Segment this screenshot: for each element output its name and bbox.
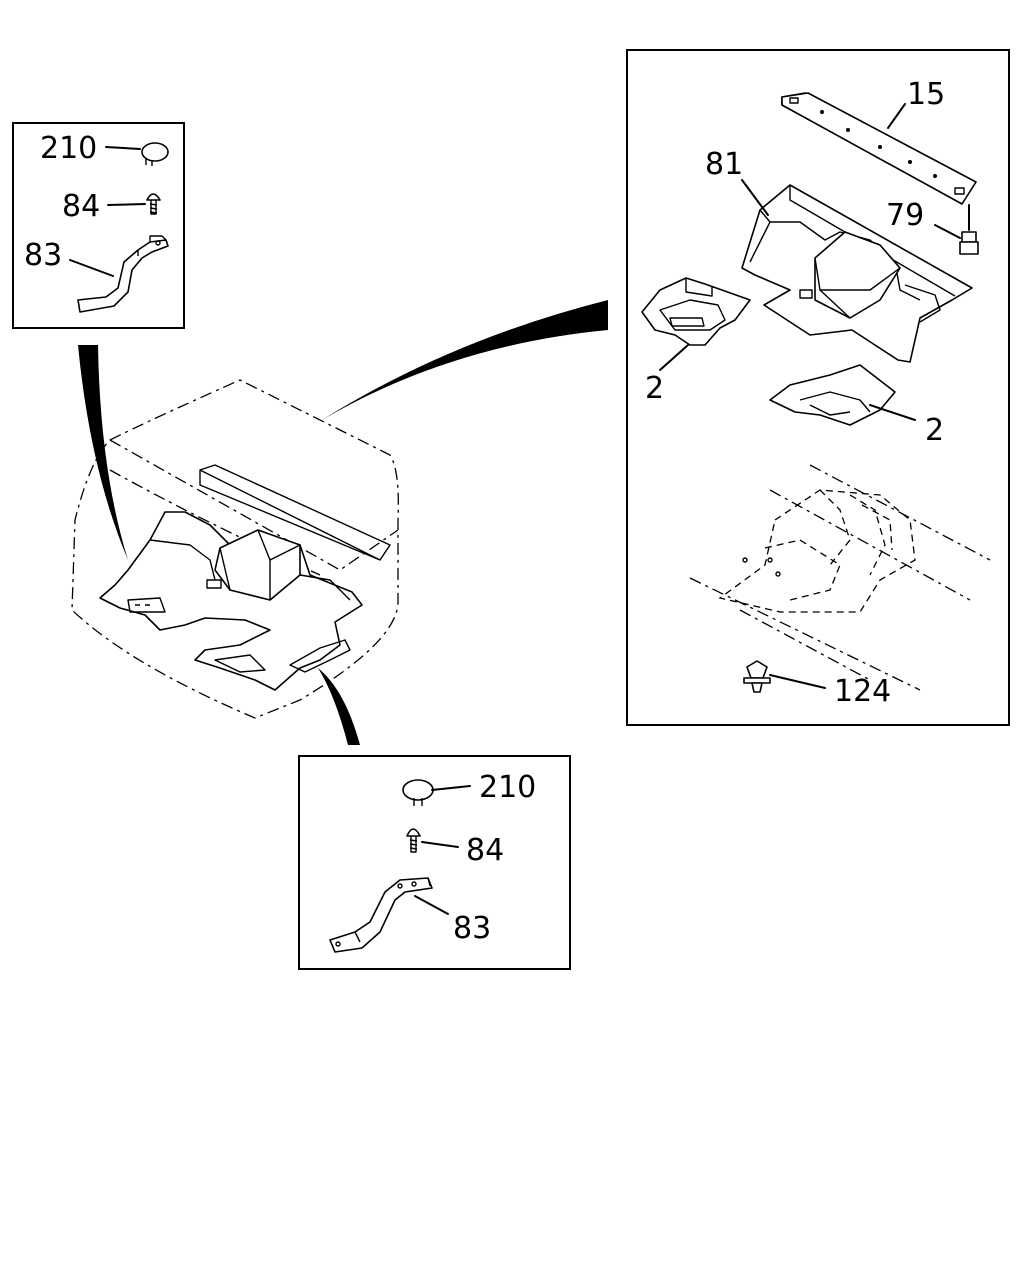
label-84-bottom: 84 xyxy=(466,833,504,868)
rear-panel-part xyxy=(781,92,977,205)
leader-line xyxy=(934,224,961,239)
label-210-top: 210 xyxy=(40,131,97,166)
leader-line xyxy=(105,146,141,150)
leader-line xyxy=(431,785,471,791)
leader-line xyxy=(107,203,146,206)
leader-line xyxy=(659,344,689,371)
cap-part-icon xyxy=(141,142,169,166)
label-79: 79 xyxy=(886,198,924,233)
exploded-box-frame xyxy=(626,49,1010,726)
leader-line xyxy=(421,841,459,848)
rear-insulator-part xyxy=(741,184,973,363)
leader-line xyxy=(769,674,826,689)
label-15: 15 xyxy=(907,77,945,112)
exploded-view-box: 15 81 79 2 xyxy=(626,49,1010,726)
label-210-bottom: 210 xyxy=(479,770,536,805)
clip-part-icon xyxy=(959,231,979,255)
leader-line xyxy=(69,259,114,277)
screw-part-icon xyxy=(406,828,421,853)
label-83-bottom: 83 xyxy=(453,911,491,946)
label-83-top: 83 xyxy=(24,238,62,273)
bracket-part-icon xyxy=(329,877,433,953)
label-81: 81 xyxy=(705,147,743,182)
connector-wedge-right xyxy=(322,300,608,420)
detail-box-frame xyxy=(12,122,185,329)
detail-box-top-left: 210 84 83 xyxy=(12,122,185,329)
leader-line xyxy=(869,404,916,421)
label-2-right: 2 xyxy=(925,413,944,448)
label-2-left: 2 xyxy=(645,371,664,406)
cap-part-icon xyxy=(402,779,434,806)
floor-outline-dashed xyxy=(689,464,991,691)
cab-floor-overview xyxy=(71,379,399,719)
label-84-top: 84 xyxy=(62,189,100,224)
fastener-part-icon xyxy=(743,660,771,693)
bracket-part-icon xyxy=(77,235,169,313)
leader-line xyxy=(887,103,906,129)
connector-wedge-left xyxy=(78,345,128,560)
screw-part-icon xyxy=(146,193,161,215)
detail-box-bottom: 210 84 83 xyxy=(298,755,571,970)
detail-box-frame xyxy=(298,755,571,970)
leader-line xyxy=(414,895,449,915)
connector-wedge-bottom xyxy=(318,668,360,745)
label-124: 124 xyxy=(834,674,891,709)
left-mat-part xyxy=(641,277,751,346)
leader-line xyxy=(741,179,769,216)
right-mat-part xyxy=(769,364,896,426)
